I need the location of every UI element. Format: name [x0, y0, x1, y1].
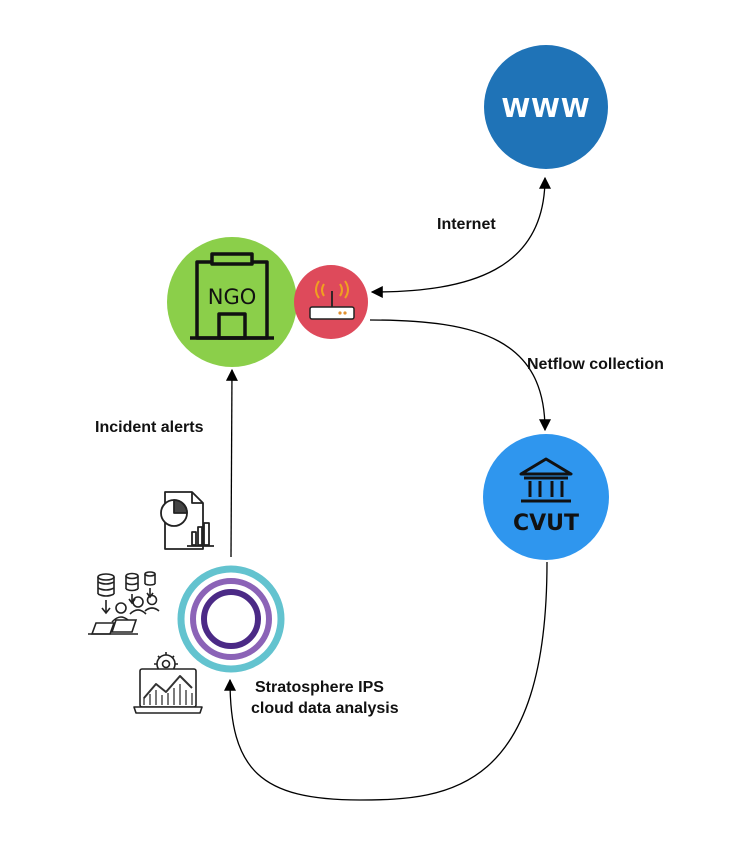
incident-alerts-edge — [225, 368, 238, 558]
building-icon — [190, 252, 274, 340]
www-label: WWW — [501, 94, 590, 124]
router-circle — [294, 265, 368, 339]
router-icon — [309, 280, 355, 320]
www-circle — [484, 45, 608, 169]
internet-label: Internet — [437, 216, 496, 233]
stratosphere-mid-ring — [190, 578, 272, 660]
router-node — [294, 265, 368, 339]
www-node: WWW — [484, 45, 608, 169]
cvut-circle — [483, 434, 609, 560]
internet-edge — [370, 176, 551, 298]
stratosphere-label-line2: cloud data analysis — [251, 700, 399, 717]
netflow-edge — [369, 319, 551, 432]
netflow-collection-label: Netflow collection — [527, 356, 664, 373]
stratosphere-inner-ring — [201, 589, 261, 649]
incident-alerts-label: Incident alerts — [95, 419, 204, 436]
cvut-node: CVUT — [483, 434, 609, 560]
analytics-laptop-icon — [133, 652, 203, 714]
ngo-circle — [167, 237, 297, 367]
institution-icon — [519, 457, 573, 503]
ngo-node: NGO — [167, 237, 297, 367]
stratosphere-label-line1: Stratosphere IPS — [255, 679, 384, 696]
data-analysts-icon — [88, 571, 160, 635]
stratosphere-node — [177, 565, 285, 673]
analysis-feed-edge — [224, 561, 548, 801]
ngo-label: NGO — [208, 285, 257, 309]
report-icon — [160, 491, 214, 550]
cvut-label: CVUT — [513, 511, 579, 536]
